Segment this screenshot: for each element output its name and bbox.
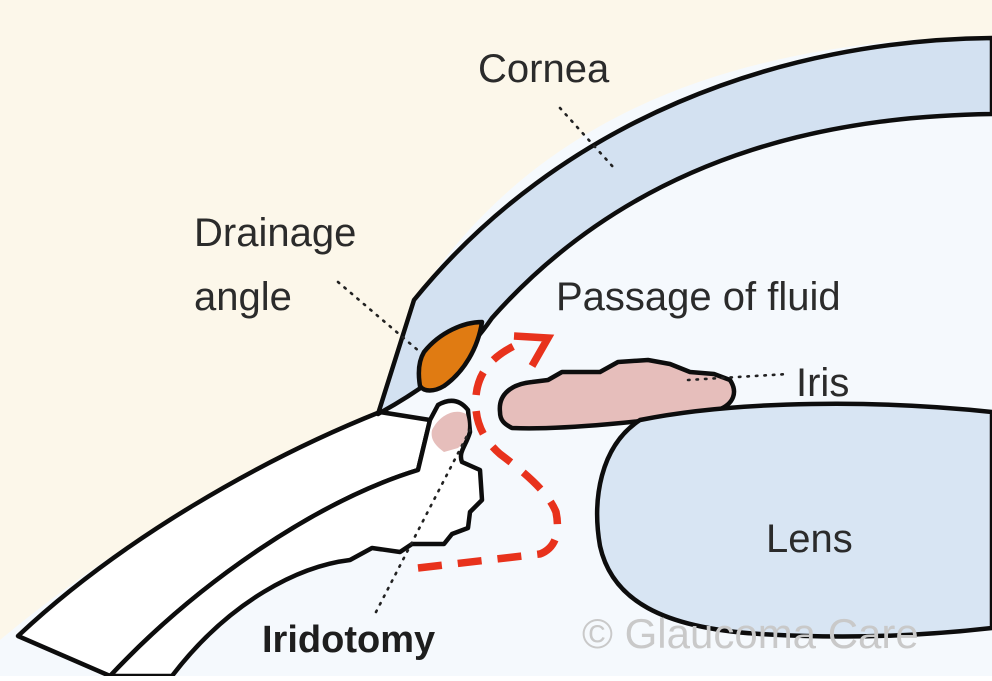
iris-label: Iris [796,361,849,405]
drainage-angle-label-line2: angle [194,275,292,319]
iridotomy-label: Iridotomy [262,619,435,661]
watermark: © Glaucoma Care [582,610,919,657]
drainage-angle-label-line1: Drainage [194,211,356,255]
passage-of-fluid-label: Passage of fluid [556,275,841,319]
lens-label: Lens [766,517,853,561]
cornea-label: Cornea [478,47,610,91]
